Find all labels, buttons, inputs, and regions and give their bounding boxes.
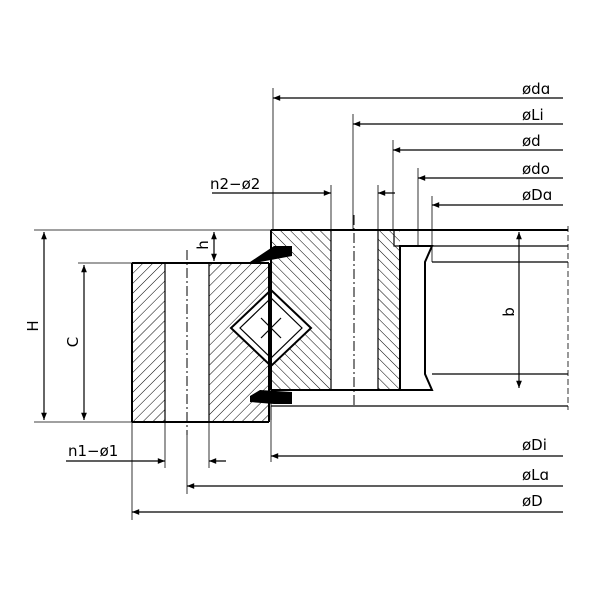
bottom-dimensions: øDi n1−ø1 øLɑ øD xyxy=(66,406,563,520)
label-n2: n2−ø2 xyxy=(210,175,260,193)
label-h: h xyxy=(194,240,212,250)
label-n1: n1−ø1 xyxy=(68,442,118,460)
gear-width-dimension: b xyxy=(500,232,522,388)
label-do: ødo xyxy=(522,160,550,178)
top-dimensions: ødɑ øLi ød ødo øDɑ n2−ø2 xyxy=(210,80,563,262)
label-Li: øLi xyxy=(522,106,544,124)
label-b: b xyxy=(500,307,518,317)
label-D: øD xyxy=(522,492,543,510)
label-La: øLɑ xyxy=(522,466,549,484)
outer-ring-left-hatch xyxy=(132,263,165,422)
label-Di: øDi xyxy=(522,436,547,454)
top-seal xyxy=(250,246,292,262)
roller-raceway xyxy=(229,236,313,420)
label-H: H xyxy=(24,320,42,331)
label-da: ødɑ xyxy=(522,80,550,98)
label-d: ød xyxy=(522,132,541,150)
inner-ring-hatch-right xyxy=(378,230,400,390)
label-Da: øDɑ xyxy=(522,186,552,204)
seals xyxy=(250,246,292,422)
label-C: C xyxy=(64,337,82,347)
left-dimensions: H C h xyxy=(24,229,271,423)
bottom-seal xyxy=(250,390,292,404)
